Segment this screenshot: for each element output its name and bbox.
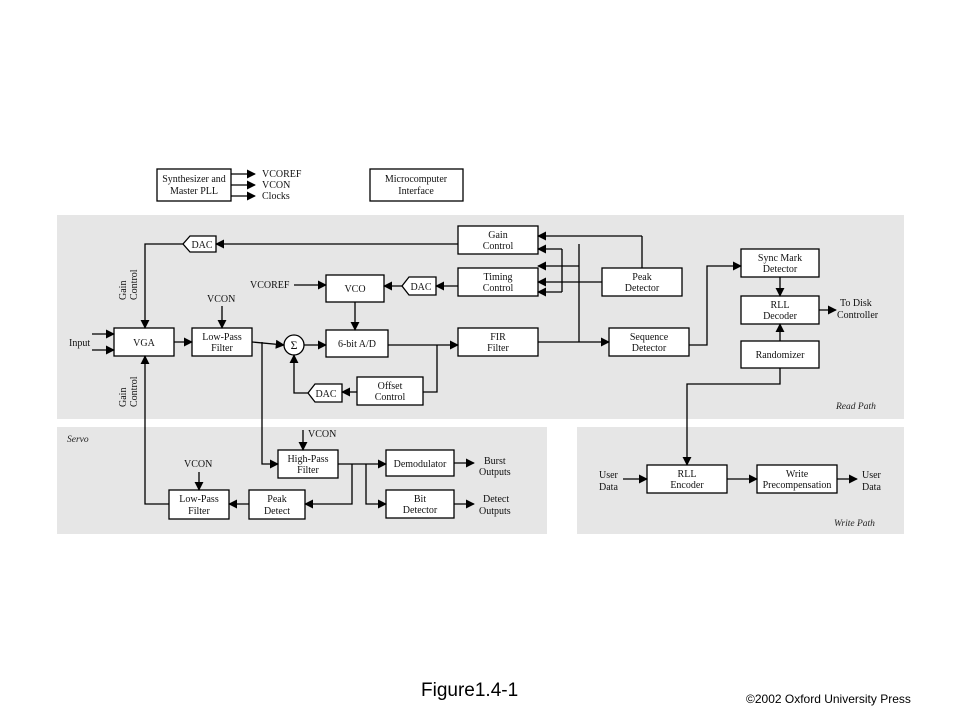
timing-l1: Timing <box>483 272 512 283</box>
ad-block <box>325 329 389 358</box>
write-path-title: Write Path <box>834 519 875 529</box>
offset-l2: Control <box>375 392 406 403</box>
burst-l1: Burst <box>484 456 506 467</box>
vga-label: VGA <box>133 338 155 349</box>
figure-caption: Figure1.4-1 <box>421 680 519 701</box>
sync-l1: Sync Mark <box>758 253 802 264</box>
timing-l2: Control <box>483 283 514 294</box>
demod-label: Demodulator <box>394 459 447 470</box>
seq-l1: Sequence <box>630 332 669 343</box>
user-out-l2: Data <box>862 482 881 493</box>
dac-offset-block <box>307 383 343 403</box>
timing-control-block <box>457 267 539 297</box>
dac-vga-block <box>182 235 217 253</box>
offset-control-block <box>356 376 424 406</box>
servo-highpass-block <box>277 449 339 479</box>
fir-filter-block <box>457 327 539 357</box>
servo-peak-l2: Detect <box>264 506 290 517</box>
read-lpf-l1: Low-Pass <box>202 332 242 343</box>
vcoref-read-label: VCOREF <box>250 280 290 291</box>
offset-l1: Offset <box>378 381 403 392</box>
demodulator-block <box>385 449 455 477</box>
gain-control-vlabel3: Gain <box>118 388 129 407</box>
servo-peak-detect-block <box>248 489 306 520</box>
read-lowpass-block <box>191 327 253 357</box>
vco-label: VCO <box>344 284 365 295</box>
ad-label: 6-bit A/D <box>338 339 376 350</box>
peak-l2: Detector <box>625 283 660 294</box>
microcomputer-block <box>369 168 464 202</box>
user-in-l1: User <box>599 470 619 481</box>
vcon-out: VCON <box>262 180 290 191</box>
servo-vcon2: VCON <box>184 459 212 470</box>
dac2-label: DAC <box>410 282 431 293</box>
copyright-notice: ©2002 Oxford University Press <box>746 692 911 706</box>
bitdet-l2: Detector <box>403 505 438 516</box>
rll-dec-l1: RLL <box>771 300 790 311</box>
fir-l2: Filter <box>487 343 509 354</box>
hpf-l1: High-Pass <box>287 454 328 465</box>
bitdet-l1: Bit <box>414 494 426 505</box>
servo-title: Servo <box>67 435 89 445</box>
clocks-out: Clocks <box>262 191 290 202</box>
gain-control-vlabel1: Gain <box>118 281 129 300</box>
sequence-detector-block <box>608 327 690 357</box>
micro-line2: Interface <box>398 186 434 197</box>
dac1-label: DAC <box>191 240 212 251</box>
dac-vco-block <box>401 276 437 296</box>
user-in-l2: Data <box>599 482 618 493</box>
sync-l2: Detector <box>763 264 798 275</box>
input-label: Input <box>69 338 90 349</box>
precomp-l2: Precompensation <box>763 480 832 491</box>
vcon-read-label: VCON <box>207 294 235 305</box>
dac3-label: DAC <box>315 389 336 400</box>
micro-line1: Microcomputer <box>385 174 448 185</box>
burst-l2: Outputs <box>479 467 511 478</box>
synth-line1: Synthesizer and <box>162 174 226 185</box>
peak-detector-block <box>601 267 683 297</box>
vcoref-out: VCOREF <box>262 169 302 180</box>
detect-l2: Outputs <box>479 506 511 517</box>
servo-vcon1: VCON <box>308 429 336 440</box>
fir-l1: FIR <box>490 332 506 343</box>
read-path-title: Read Path <box>835 402 876 412</box>
randomizer-label: Randomizer <box>756 350 806 361</box>
seq-l2: Detector <box>632 343 667 354</box>
summer-symbol: Σ <box>291 338 298 352</box>
user-out-l1: User <box>862 470 882 481</box>
servo-lpf-l2: Filter <box>188 506 210 517</box>
to-disk-l2: Controller <box>837 310 879 321</box>
servo-lpf-l1: Low-Pass <box>179 494 219 505</box>
gain-l2: Control <box>483 241 514 252</box>
rll-enc-l1: RLL <box>678 469 697 480</box>
servo-peak-l1: Peak <box>267 494 286 505</box>
precomp-l1: Write <box>786 469 809 480</box>
gain-control-vlabel4: Control <box>129 376 140 407</box>
rll-dec-l2: Decoder <box>763 311 798 322</box>
to-disk-l1: To Disk <box>840 298 872 309</box>
read-lpf-l2: Filter <box>211 343 233 354</box>
synth-line2: Master PLL <box>170 186 218 197</box>
peak-l1: Peak <box>632 272 651 283</box>
write-path-panel <box>577 427 904 534</box>
rll-enc-l2: Encoder <box>670 480 704 491</box>
detect-l1: Detect <box>483 494 509 505</box>
gain-l1: Gain <box>488 230 507 241</box>
hpf-l2: Filter <box>297 465 319 476</box>
gain-control-vlabel2: Control <box>129 269 140 300</box>
synthesizer-block <box>156 168 232 202</box>
